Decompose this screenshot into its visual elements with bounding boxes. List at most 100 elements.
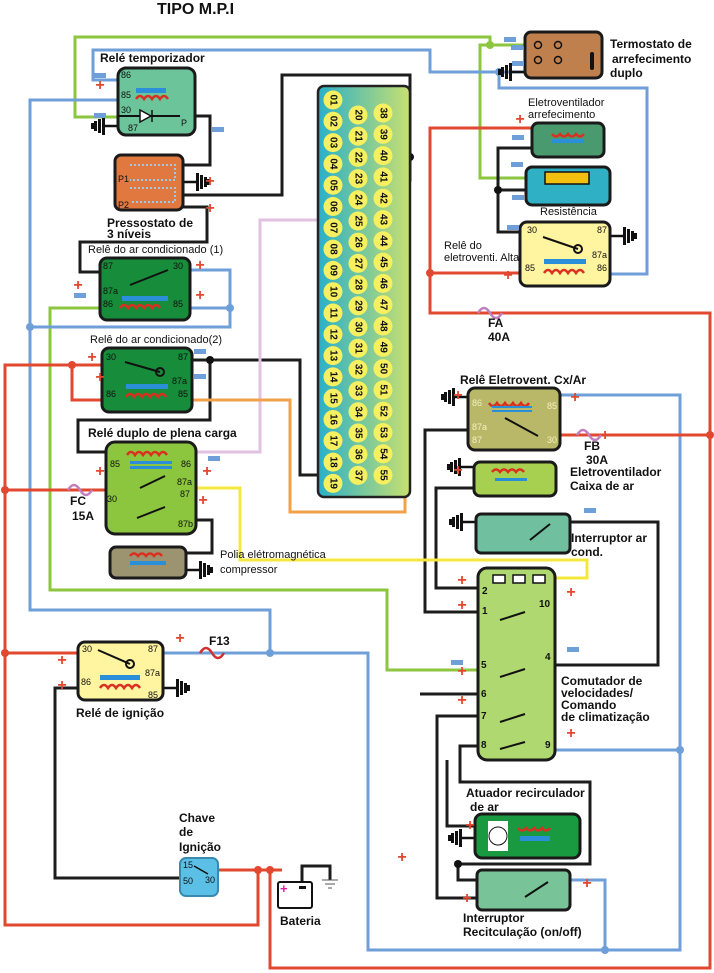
wire-black [435,714,478,900]
timer-relay: Relé temporizador 86 85 30 87 P [100,51,205,137]
ecu-pin-number: 17 [328,435,339,447]
pin-label: 86 [472,398,482,408]
minus-icon [74,293,86,298]
minus-icon [194,349,206,354]
motor-icon [488,826,508,846]
pressure-switch-label: Pressostato de [107,216,193,230]
ecu-pin [348,232,368,252]
plus-icon: + [195,287,204,304]
ecu-pin [348,211,368,231]
ecu-pin [323,239,343,259]
plus-icon: + [457,572,466,589]
ecu-pin [348,190,368,210]
plus-icon: + [95,369,104,386]
ignition-key[interactable]: Chave de Ignição 15 50 30 [179,811,221,897]
pin-label: 86 [597,263,607,273]
wire-green [478,43,527,180]
pin-label: 8 [481,740,487,751]
fuse-fc-icon [66,483,94,497]
ecu-pin-number: 42 [378,193,389,205]
minus-icon [504,37,516,42]
speed-switch-label: Comando [561,698,616,712]
ecu-pin [323,410,343,429]
ecu-pin-number: 46 [378,278,389,290]
box-fan: Eletroventilador Caixa de ar [472,460,662,498]
ecu-pin-number: 48 [378,320,389,332]
resistor-label: Resistência [540,206,598,218]
pin-label: 2 [482,586,488,597]
plus-icon: + [57,677,66,694]
ecu-pin-number: 26 [353,237,364,249]
wire-blue [91,48,525,82]
full-load-relay: Relé duplo de plena carga 85 86 30 87a 8… [88,426,237,536]
polarity-marks: ++++++++++++++++++++++++++++++ [57,37,610,907]
ecu-pin [348,147,368,167]
pin-label: 86 [103,299,113,309]
wire-red [268,126,712,970]
ac-switch[interactable]: Interruptor ar cond. [474,512,647,559]
ignition-key-label: Ignição [179,840,221,854]
wire-black [456,744,592,882]
ground-icon [184,559,215,581]
minus-icon [208,456,220,461]
plus-icon: + [566,584,575,601]
battery-minus-icon [299,886,306,889]
pin-label: 87a [103,286,118,296]
pin-label: 9 [545,740,551,751]
junction-dot [26,323,34,331]
ecu-pin-number: 12 [328,329,339,341]
compressor-pulley-label: Polia elétromagnética [220,549,327,561]
pin-label: 86 [121,70,131,80]
ecu-pin-number: 22 [353,152,364,164]
ecu-pin-number: 54 [378,448,389,460]
wire-black [434,486,478,590]
wire-blue [497,72,649,276]
pin-label: 87a [177,477,192,487]
recirc-switch-label: Interruptor [463,911,525,925]
ecu-pin-number: 07 [328,222,339,234]
junction-dot [68,361,76,369]
speed-switch-label: Comutador de [561,674,643,688]
junction-dot [254,866,262,874]
recirc-switch[interactable]: Interruptor Recitculação (on/off) [463,868,582,939]
ecu-pin [348,338,368,358]
pin-label: 30 [527,225,537,235]
pin-label: 86 [81,677,91,687]
ground-icon [608,225,639,247]
pin-label: 30 [107,494,117,504]
ecu-pin [348,444,368,464]
ecu-pin-number: 15 [328,393,339,405]
minus-icon [94,113,106,118]
ecu-pin-number: 41 [378,171,389,183]
pressure-switch-label: 3 níveis [107,227,151,241]
wire-blue [28,98,272,653]
ac-switch-label: Interruptor ar [571,531,647,545]
thermostat-label: duplo [610,66,643,80]
speed-switch[interactable]: 2 1 10 5 4 6 7 8 9 Comutador de velocida… [476,566,650,762]
compressor-pulley-label: compressor [220,564,278,576]
ecu-pin [323,260,343,280]
pin-label: 30 [121,105,131,115]
pin-label: 85 [110,459,120,469]
wire-pink [196,218,352,454]
ecu-pin-number: 37 [353,470,364,482]
plus-icon: + [600,427,609,444]
ecu-pin [323,90,343,110]
plus-icon: + [175,630,184,647]
wire-black [445,760,475,828]
pin-label: 87b [178,519,193,529]
junction-dot [676,746,684,754]
ecu-pin-number: 02 [328,116,339,128]
box-fan-label: Eletroventilador [570,465,662,479]
page-title: TIPO M.P.I [157,1,234,18]
plus-icon: + [198,492,207,509]
ecu-pin [348,105,368,125]
ecu-pin [373,124,393,144]
ecu-pin [373,167,393,187]
pin-label: 85 [525,263,535,273]
ecu-pin-number: 52 [378,406,389,418]
plus-icon: + [453,462,462,479]
pin-label: 30 [82,644,92,654]
fan-high-relay: Relê do eletroventi. Alta 30 87 87a 85 8… [444,220,612,288]
ecu-pin [373,316,393,336]
